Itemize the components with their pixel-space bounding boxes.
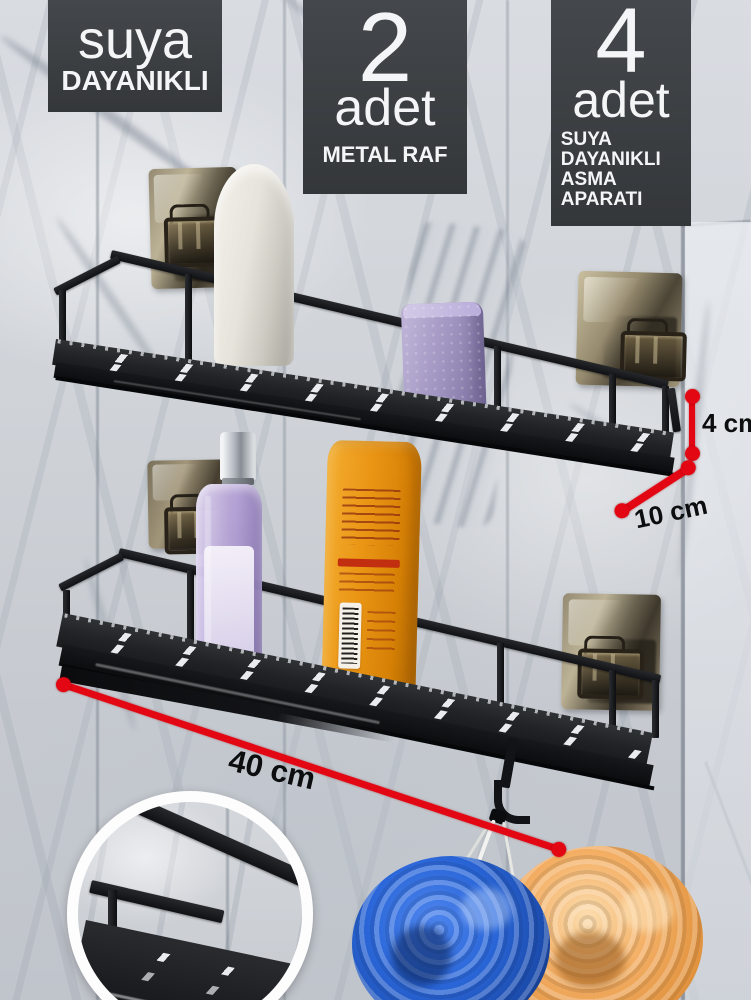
upper-shelf-post	[185, 274, 192, 362]
bracket-rib	[177, 512, 182, 539]
tile-seam-right	[681, 220, 685, 1000]
lower-shelf-post	[652, 680, 659, 738]
badge-unit: adet	[572, 71, 670, 128]
bracket-rib	[177, 222, 183, 250]
wall-right-column	[685, 222, 751, 1000]
spray-neck-ring	[222, 478, 254, 485]
label-text-lines	[366, 611, 396, 652]
loofah-fold	[460, 887, 513, 930]
dimension-dot	[611, 500, 633, 522]
loofah-mesh	[352, 856, 550, 1000]
inset-tile-seam	[226, 802, 229, 1000]
lower-shelf-post	[497, 643, 504, 707]
dimension-line-4cm	[685, 389, 700, 461]
upper-shelf-post	[59, 290, 66, 344]
badge-2-metal-shelves: 2 adet METAL RAF	[303, 0, 467, 194]
bracket-rib	[653, 336, 658, 364]
badge-caption-line: SUYA	[560, 129, 612, 151]
bracket-rib	[635, 336, 640, 363]
label-text-lines	[338, 572, 395, 596]
hook-curve	[494, 780, 530, 824]
tile-seam-horizontal	[680, 219, 751, 228]
lower-shelf-post	[187, 570, 194, 644]
loofah-fold	[391, 926, 451, 987]
loofah-fold	[554, 931, 625, 988]
barcode	[338, 602, 362, 669]
badge-text: suya	[77, 9, 193, 70]
barcode-stripes	[341, 607, 359, 664]
dimension-label-4cm: 4 cm	[702, 408, 751, 438]
label-red-band	[337, 558, 400, 568]
corner-detail-inset	[67, 791, 313, 1000]
badge-caption: METAL RAF	[322, 142, 448, 168]
tile-seam-mid	[283, 0, 286, 1000]
badge-caption-line: ASMA	[560, 168, 617, 190]
dimension-dot	[685, 389, 700, 404]
badge-text: DAYANIKLI	[61, 65, 209, 97]
loofah-fold	[620, 886, 675, 932]
badge-unit: adet	[334, 79, 436, 138]
upper-shelf-post	[662, 386, 669, 436]
blue-loofah	[352, 856, 550, 1000]
dimension-dot	[685, 446, 700, 461]
badge-4-hangers: 4 adet SUYA DAYANIKLI ASMA APARATI	[551, 0, 691, 226]
tile-seam-diagonal	[704, 761, 751, 996]
inset-tray	[78, 920, 302, 1000]
badge-water-resistant: suya DAYANIKLI	[48, 0, 222, 112]
tile-seam-left	[96, 0, 99, 1000]
lower-shelf-post	[609, 670, 616, 730]
lower-shelf-post	[63, 590, 70, 620]
inset-tray-slots	[123, 945, 302, 991]
label-text-lines	[341, 488, 401, 546]
spray-cap	[220, 432, 256, 480]
upper-shelf-post	[494, 346, 501, 408]
white-shampoo-bottle	[214, 164, 294, 366]
dimension-label-40cm: 40 cm	[225, 742, 319, 797]
bracket-rib	[195, 221, 201, 250]
upper-shelf-post	[609, 374, 616, 428]
badge-count: 4	[595, 0, 647, 92]
tile-seam-center	[506, 0, 509, 1000]
upper-shelf-right-rail	[666, 387, 682, 433]
spray-highlight	[205, 496, 211, 686]
inset-post	[108, 890, 117, 938]
badge-caption-block: SUYA DAYANIKLI ASMA APARATI	[561, 130, 681, 209]
badge-caption-line: DAYANIKLI	[560, 149, 661, 171]
badge-count: 2	[357, 0, 413, 102]
badge-caption-line: APARATI	[560, 188, 643, 210]
